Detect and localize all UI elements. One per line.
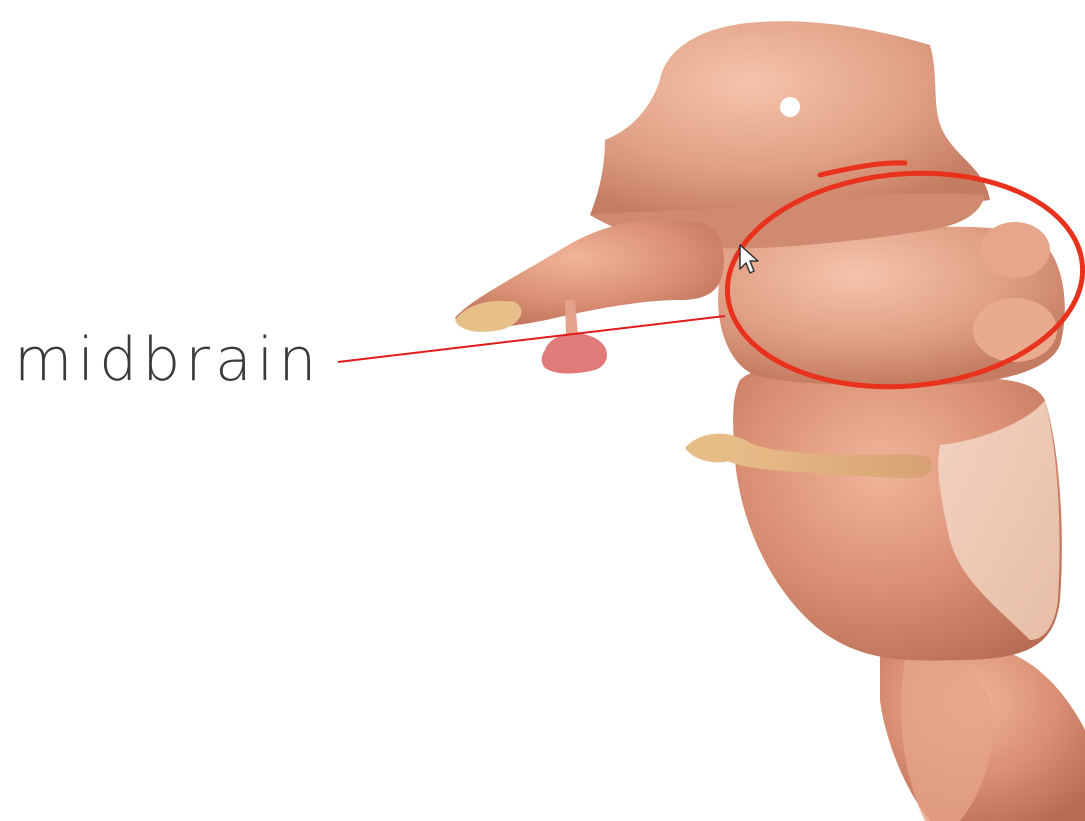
optic-tip — [455, 301, 521, 332]
pituitary-gland — [542, 333, 607, 373]
colliculus-upper — [980, 222, 1050, 278]
marker-dot — [780, 97, 800, 117]
nerve-tip — [685, 434, 738, 463]
colliculus — [973, 298, 1057, 362]
structure-label: midbrain — [14, 330, 321, 390]
label-pointer-line — [338, 316, 725, 362]
